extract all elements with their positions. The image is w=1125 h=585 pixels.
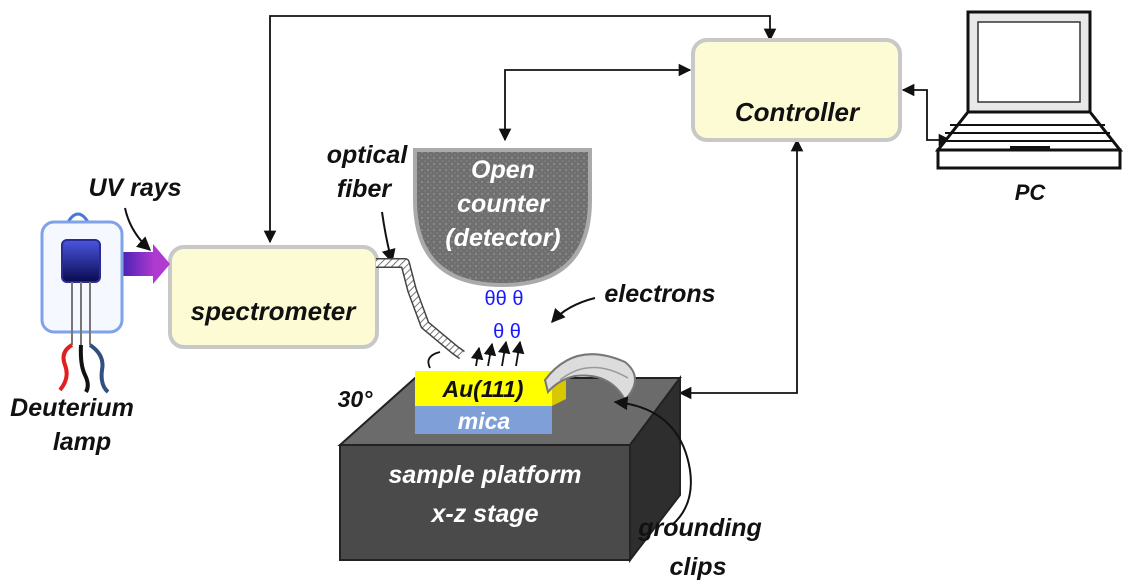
electrons-pointer <box>551 297 596 324</box>
electrons-label: electrons <box>604 280 715 308</box>
optical-fiber-pointer <box>381 211 396 264</box>
optical-fiber-label-line1: optical <box>327 141 409 169</box>
optical-fiber-label-line2: fiber <box>337 175 392 203</box>
deuterium-label-line2: lamp <box>53 428 111 456</box>
pc-controller-link <box>901 83 952 147</box>
uv-rays-label: UV rays <box>88 174 181 202</box>
platform-label-line1: sample platform <box>388 461 581 489</box>
angle-arc <box>427 351 441 369</box>
detector-controller-link <box>498 63 692 142</box>
angle-label: 30° <box>338 386 374 412</box>
detector-label-line1: Open <box>471 156 535 184</box>
spectrometer-label: spectrometer <box>191 296 358 326</box>
electrons-row1: θθ θ <box>485 288 524 310</box>
detector-label-line2: counter <box>457 190 550 218</box>
grounding-clip-pointer <box>613 396 692 526</box>
spectrometer-controller-link <box>263 15 777 244</box>
spectrometer-box: spectrometer <box>168 245 379 349</box>
grounding-label-line1: grounding <box>637 514 762 542</box>
deuterium-lamp-icon <box>40 212 124 394</box>
connection-lines <box>263 15 952 400</box>
mica-label: mica <box>458 408 511 434</box>
detector-label-line3: (detector) <box>445 224 560 252</box>
laptop-icon <box>934 10 1124 170</box>
au-label: Au(111) <box>442 376 524 402</box>
au-layer: Au(111) <box>415 364 566 406</box>
uv-rays-pointer <box>124 207 152 251</box>
platform-label-line2: x-z stage <box>430 500 539 528</box>
controller-label: Controller <box>735 97 861 127</box>
uv-ray-arrow <box>117 244 170 284</box>
electrons-row2: θ θ <box>493 321 521 343</box>
controller-box: Controller <box>691 38 902 142</box>
optical-fiber <box>376 259 465 358</box>
deuterium-label-line1: Deuterium <box>10 394 134 422</box>
emission-arrows <box>470 340 525 367</box>
pc-label: PC <box>1015 180 1047 205</box>
grounding-label-line2: clips <box>670 553 727 581</box>
open-counter-detector: Open counter (detector) <box>413 148 592 288</box>
mica-layer: mica <box>415 406 552 434</box>
stage-controller-link <box>678 138 804 400</box>
